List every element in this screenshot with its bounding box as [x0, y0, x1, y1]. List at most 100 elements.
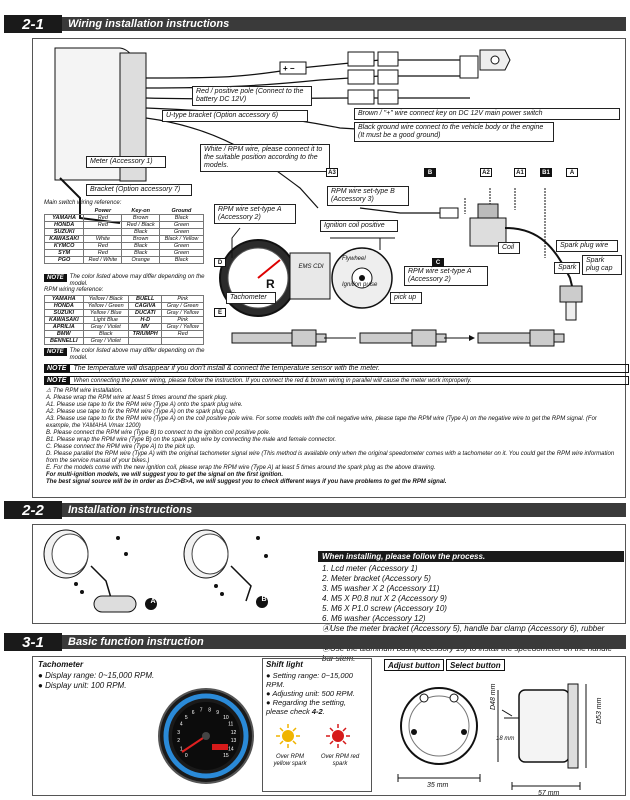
dial-number: 13 — [231, 738, 237, 744]
cell: DUCATI — [127, 309, 163, 317]
label-ems-cdi: EMS CDI — [298, 264, 324, 270]
cell: Red — [83, 214, 123, 222]
callout-tachometer: Tachometer — [226, 292, 276, 304]
cell: Pink — [161, 316, 204, 324]
shift-adjust: ● Adjusting unit: 500 RPM. — [266, 689, 355, 698]
section-number: 2-2 — [4, 501, 62, 519]
instruction-line: A3. Please use tape to fix the RPM wire … — [46, 416, 597, 429]
cell: Green — [158, 228, 205, 236]
install-step: 1. Lcd meter (Accessory 1) — [322, 564, 418, 573]
callout-brown-wire: Brown / "+" wire connect key on DC 12V m… — [354, 108, 620, 120]
select-button-label: Select button — [446, 659, 505, 671]
cell: BENNELLI — [44, 337, 84, 345]
cell: Red — [83, 221, 123, 229]
callout-rpm-type-a-right: RPM wire set-type A (Accessory 2) — [404, 266, 488, 286]
instruction-line: ⚠ The RPM wire installation. — [46, 388, 123, 394]
install-label-b: B — [261, 596, 267, 603]
callout-white-rpm: White / RPM wire, please connect it to t… — [200, 144, 330, 172]
install-step: 2. Meter bracket (Accessory 5) — [322, 574, 431, 583]
instruction-line: A. Please wrap the RPM wire at least 5 t… — [46, 395, 228, 401]
section-title: Wiring installation instructions — [62, 17, 626, 31]
section-header-install: 2-2 Installation instructions — [4, 500, 626, 520]
cell — [127, 337, 163, 345]
svg-text:+ −: + − — [283, 64, 295, 73]
cell: Green — [158, 249, 205, 257]
dial-number: 8 — [208, 707, 211, 713]
cell: Yellow / Green — [82, 302, 129, 310]
tag-b: B — [424, 168, 436, 177]
label-flywheel: Flywheel — [342, 256, 366, 262]
tacho-unit: ● Display unit: 100 RPM. — [38, 681, 127, 690]
cell: Brown — [121, 235, 160, 243]
cell: Black — [121, 249, 160, 257]
select-button-dot — [449, 693, 459, 703]
tag-c: C — [432, 258, 444, 267]
cell: Gray / Yellow — [161, 309, 204, 317]
callout-spark-plug-wire: Spark plug wire — [556, 240, 618, 252]
dial-number: 5 — [185, 715, 188, 721]
instruction-line: C. Please connect the RPM wire (Type A) … — [46, 444, 196, 450]
cell — [83, 228, 123, 236]
callout-rpm-type-a-left: RPM wire set-type A (Accessory 2) — [214, 204, 296, 224]
cell: Black — [158, 256, 205, 264]
cell: Red — [83, 242, 123, 250]
dial-number: 4 — [180, 722, 183, 728]
cell: Red / Black — [121, 221, 160, 229]
cell: CAGIVA — [127, 302, 163, 310]
install-step: 3. M5 washer X 2 (Accessory 11) — [322, 584, 440, 593]
cell: Pink — [161, 295, 204, 303]
rpm-table-caption: RPM wiring reference: — [44, 287, 104, 293]
adjust-button-dot — [419, 693, 429, 703]
cell: SUZUKI — [44, 309, 84, 317]
cell: Red — [83, 249, 123, 257]
instruction-line: B1. Please wrap the RPM wire (Type B) on… — [46, 437, 337, 443]
callout-bracket7: Bracket (Option accessory 7) — [86, 184, 192, 196]
cell: Black / Yellow — [158, 235, 205, 243]
tag-e: E — [214, 308, 226, 317]
cell: Green — [158, 221, 205, 229]
tacho-title: Tachometer — [38, 660, 84, 669]
note-key: NOTE — [44, 364, 70, 373]
dim-width-57: 57 mm — [538, 790, 560, 797]
install-step: 5. M6 X P1.0 screw (Accessory 10) — [322, 604, 447, 613]
instruction-line: For multi-ignition models, we will sugge… — [46, 472, 283, 478]
install-step: 6. M6 washer (Accessory 12) — [322, 614, 426, 623]
meter-back-view — [397, 683, 587, 790]
note-key: NOTE — [44, 376, 70, 385]
instruction-line: E. For the models come with the new igni… — [46, 465, 436, 471]
callout-rpm-type-b: RPM wire set-type B (Accessory 3) — [327, 186, 409, 206]
dial-number: 0 — [185, 753, 188, 759]
dial-number: 10 — [223, 715, 229, 721]
dim-d53: D53 mm — [596, 697, 603, 724]
tacho-range: ● Display range: 0~15,000 RPM. — [38, 671, 155, 680]
callout-coil: Coil — [498, 242, 520, 254]
tacho-specs: ● Display range: 0~15,000 RPM. ● Display… — [38, 671, 158, 691]
cell: Yellow / Blue — [82, 309, 129, 317]
section-number: 2-1 — [4, 15, 62, 33]
switch-table-header: Power Key-on Ground — [45, 208, 204, 215]
cell: Brown — [121, 214, 160, 222]
note-temperature: NOTE The temperature will disappear if y… — [44, 364, 630, 373]
dial-number: 9 — [216, 710, 219, 716]
adjust-button-label: Adjust button — [384, 659, 444, 671]
cell: Black — [121, 242, 160, 250]
install-step: 4. M5 X P0.8 nut X 2 (Accessory 9) — [322, 594, 447, 603]
warning-icon: ⚠ — [46, 388, 54, 394]
cell: SUZUKI — [43, 228, 85, 236]
dim-width-35: 35 mm — [427, 782, 449, 789]
callout-u-bracket: U-type bracket (Option accessory 6) — [162, 110, 308, 122]
note-key: NOTE — [44, 348, 67, 356]
switch-table-caption: Main switch wiring reference: — [44, 200, 122, 206]
shift-red-label: Over RPM red spark — [320, 754, 360, 767]
cell: MV — [127, 323, 163, 331]
callout-spark: Spark — [554, 262, 580, 274]
section-title: Installation instructions — [62, 503, 626, 517]
